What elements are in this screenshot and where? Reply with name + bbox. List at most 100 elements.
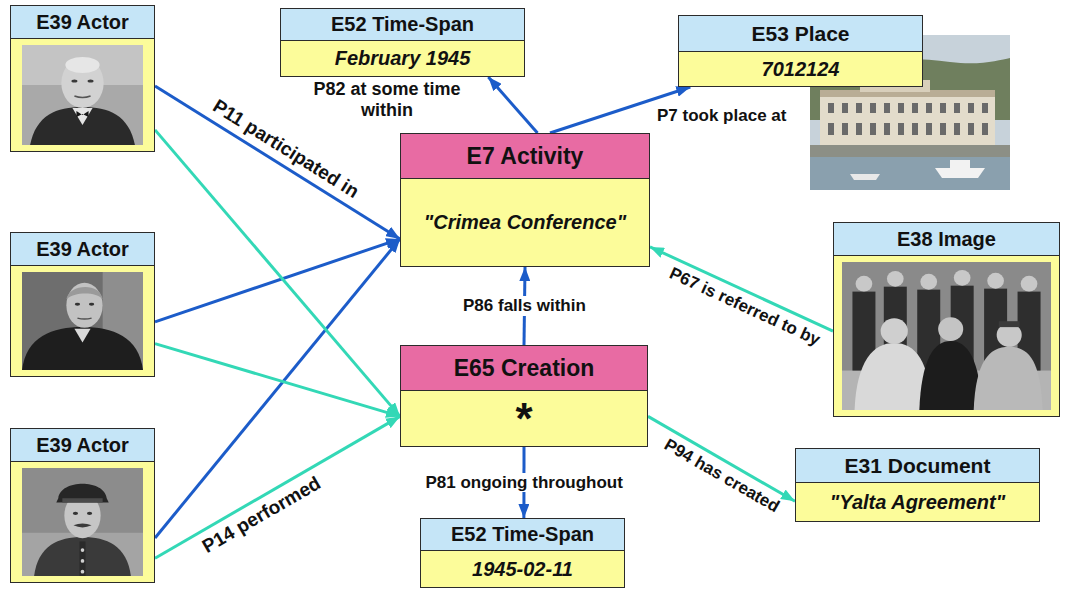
conference-photo-part — [938, 317, 963, 341]
node-heading: E53 Place — [751, 22, 849, 46]
actor-portrait-part — [88, 79, 94, 82]
place-box: E53 Place 7012124 — [678, 15, 923, 87]
place-photo-part-part — [940, 103, 946, 113]
connector-arrow — [650, 247, 833, 331]
actor-portrait-part — [30, 107, 135, 145]
actor-portrait-part — [61, 58, 103, 108]
node-body: 1945-02-11 — [421, 551, 624, 587]
place-photo-part-part — [968, 123, 974, 135]
node-header: E7 Activity — [401, 134, 649, 179]
node-header: E52 Time-Span — [281, 9, 524, 41]
place-photo-part — [828, 103, 988, 135]
node-value: "Yalta Agreement" — [830, 491, 1005, 514]
image-box: E38 Image — [833, 222, 1060, 417]
actor-box: E39 Actor — [10, 428, 155, 583]
node-heading: E38 Image — [897, 228, 996, 251]
node-heading: E39 Actor — [36, 11, 129, 34]
creation-box: E65 Creation * — [400, 345, 648, 447]
place-photo-part — [950, 160, 970, 168]
node-body — [11, 266, 154, 376]
place-photo-part — [810, 145, 1010, 157]
node-value: 7012124 — [762, 58, 840, 81]
place-photo-part-part — [898, 123, 904, 135]
actor-portrait-part — [65, 57, 99, 73]
actor-portrait-part — [89, 303, 94, 306]
edge-label: P81 ongoing throughout — [424, 473, 625, 493]
conference-photo-part — [842, 262, 1051, 410]
conference-photo-part-part — [920, 274, 937, 290]
actor-portrait-part — [66, 283, 102, 328]
place-photo-part-part — [926, 123, 932, 135]
connector-arrow — [648, 416, 795, 501]
place-photo-part-part — [926, 103, 932, 113]
place-photo-part-part — [982, 123, 988, 135]
actor-portrait-part — [22, 327, 143, 370]
actor-portrait-part — [87, 512, 92, 515]
place-photo-part — [810, 157, 1010, 190]
actor-portrait-part — [62, 498, 102, 502]
node-body — [834, 256, 1059, 416]
place-photo-part-part — [884, 103, 890, 113]
actor-box: E39 Actor — [10, 5, 155, 152]
node-body: "Crimea Conference" — [401, 179, 649, 266]
node-value: "Crimea Conference" — [424, 211, 626, 234]
edge-label: P82 at some time within — [300, 79, 474, 120]
actor-portrait — [22, 468, 143, 576]
actor-portrait-part — [22, 45, 143, 145]
place-photo-part-part — [954, 123, 960, 135]
node-body — [11, 462, 154, 582]
edge-label: P7 took place at — [655, 106, 788, 126]
node-header: E53 Place — [679, 16, 922, 52]
place-photo-part-part — [828, 103, 834, 113]
actor-portrait-part — [73, 512, 78, 515]
place-photo-part-part — [856, 123, 862, 135]
connector-arrow — [155, 344, 400, 417]
node-value: * — [515, 394, 532, 444]
place-photo-part-part — [842, 103, 848, 113]
actor-portrait-part — [34, 537, 131, 576]
connector-arrow — [488, 77, 537, 133]
node-header: E39 Actor — [11, 429, 154, 462]
place-photo-part-part — [898, 103, 904, 113]
place-photo-part-part — [912, 103, 918, 113]
actor-portrait-part — [79, 541, 85, 576]
actor-portrait-part — [75, 303, 80, 306]
place-photo-part-part — [884, 123, 890, 135]
node-header: E39 Actor — [11, 233, 154, 266]
place-photo-part — [935, 168, 985, 178]
actor-portrait-part — [66, 287, 102, 300]
node-heading: E65 Creation — [454, 355, 595, 382]
place-photo-part — [850, 174, 880, 180]
actor-portrait — [22, 468, 143, 576]
connector-arrow — [155, 416, 400, 558]
actor-box: E39 Actor — [10, 232, 155, 377]
node-body: * — [401, 391, 647, 446]
actor-portrait-part — [22, 533, 143, 576]
node-value: 1945-02-11 — [472, 558, 573, 581]
node-heading: E39 Actor — [36, 434, 129, 457]
place-photo-part-part — [828, 123, 834, 135]
place-photo-part-part — [968, 103, 974, 113]
actor-portrait — [22, 45, 143, 145]
actor-portrait-part — [22, 468, 143, 576]
place-photo-part-part — [856, 103, 862, 113]
node-heading: E31 Document — [845, 454, 991, 478]
conference-photo — [842, 262, 1051, 410]
actor-portrait-part — [81, 559, 85, 563]
actor-portrait-part — [81, 548, 85, 552]
conference-photo-part — [881, 318, 908, 344]
time-span-box: E52 Time-SpanFebruary 1945 — [280, 8, 525, 77]
conference-photo-part — [999, 321, 1020, 327]
actor-portrait-part — [71, 79, 77, 82]
actor-portrait-part — [56, 484, 108, 503]
actor-portrait-part — [77, 317, 91, 319]
actor-portrait — [22, 45, 143, 145]
node-header: E31 Document — [796, 449, 1039, 483]
node-header: E39 Actor — [11, 6, 154, 39]
place-photo-part-part — [982, 103, 988, 113]
time-span-box: E52 Time-Span1945-02-11 — [420, 518, 625, 588]
actor-portrait-part — [76, 111, 88, 117]
conference-photo-part — [974, 347, 1043, 410]
